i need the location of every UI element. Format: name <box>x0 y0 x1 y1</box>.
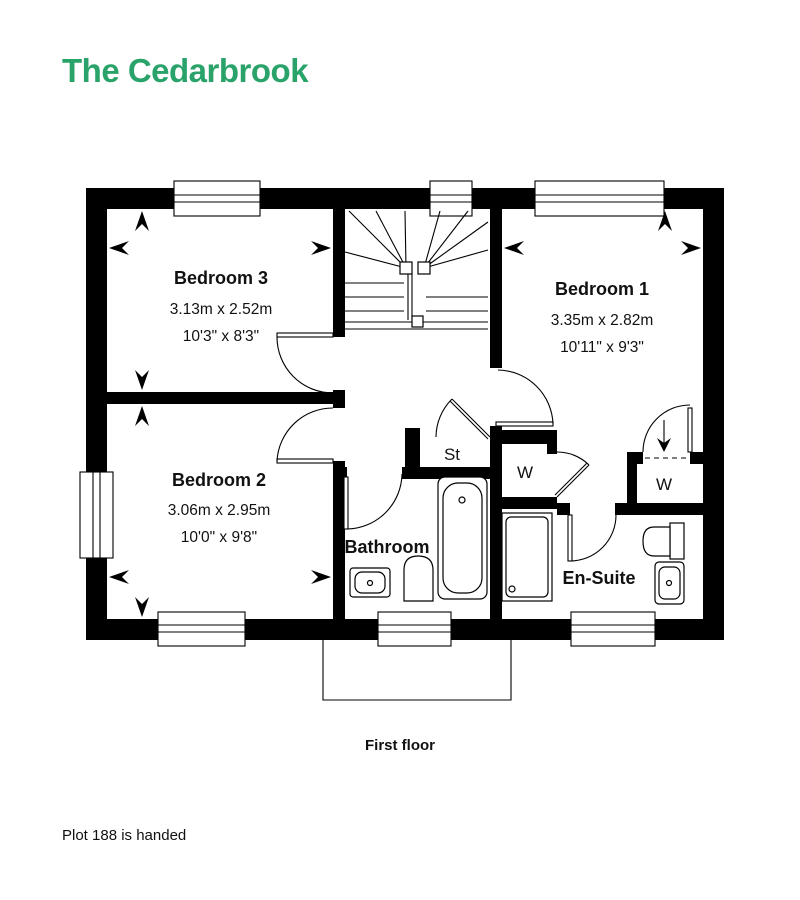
storage-label: St <box>444 445 460 464</box>
window-bedroom3-top <box>173 180 261 217</box>
bathroom-toilet-icon <box>403 555 434 602</box>
bedroom-2-metric: 3.06m x 2.95m <box>168 502 271 519</box>
floor-label: First floor <box>365 737 435 754</box>
wardrobe-right-label: W <box>656 475 672 494</box>
shower-icon <box>501 512 553 602</box>
bathroom-sink-icon <box>349 567 391 598</box>
bathtub-icon <box>437 476 488 600</box>
door-bedroom2 <box>276 407 334 464</box>
plot-note: Plot 188 is handed <box>62 827 187 844</box>
window-bathroom-bottom <box>377 611 452 647</box>
window-bedroom2-left <box>79 471 114 559</box>
bedroom-2-name: Bedroom 2 <box>172 470 266 490</box>
door-storage <box>435 398 491 440</box>
door-bathroom <box>343 473 403 530</box>
window-ensuite-bottom <box>570 611 656 647</box>
door-bedroom1 <box>495 369 554 427</box>
bedroom-1-imperial: 10'11" x 9'3" <box>560 339 644 356</box>
wardrobe-left-label: W <box>517 463 533 482</box>
bedroom-2-label: Bedroom 2 3.06m x 2.95m 10'0" x 9'8" <box>168 470 271 546</box>
door-wardrobe-left <box>554 451 590 498</box>
dimension-arrows-bedroom2 <box>109 406 331 617</box>
ensuite-label: En-Suite <box>562 568 635 588</box>
bedroom-2-imperial: 10'0" x 9'8" <box>181 529 257 546</box>
window-stairs-top <box>429 180 473 217</box>
stairs <box>344 210 489 330</box>
bedroom-3-metric: 3.13m x 2.52m <box>170 301 273 318</box>
door-ensuite <box>567 514 617 562</box>
ensuite-sink-icon <box>654 561 685 605</box>
bedroom-1-metric: 3.35m x 2.82m <box>551 312 654 329</box>
bedroom-3-label: Bedroom 3 3.13m x 2.52m 10'3" x 8'3" <box>170 268 273 345</box>
ensuite-toilet-icon <box>642 522 685 560</box>
bedroom-3-name: Bedroom 3 <box>174 268 268 288</box>
door-bedroom3 <box>276 332 334 394</box>
interior-walls <box>107 209 703 619</box>
page-title: The Cedarbrook <box>62 52 309 89</box>
bedroom-1-label: Bedroom 1 3.35m x 2.82m 10'11" x 9'3" <box>551 279 654 356</box>
dimension-arrows-bedroom3 <box>109 211 331 390</box>
bathroom-label: Bathroom <box>345 537 430 557</box>
door-wardrobe-right <box>642 404 693 459</box>
projection-outline <box>322 640 512 701</box>
dimension-arrows-bedroom1 <box>504 211 701 255</box>
bedroom-3-imperial: 10'3" x 8'3" <box>183 328 259 345</box>
window-bedroom1-top <box>534 180 665 217</box>
bedroom-1-name: Bedroom 1 <box>555 279 649 299</box>
window-bedroom2-bottom <box>157 611 246 647</box>
